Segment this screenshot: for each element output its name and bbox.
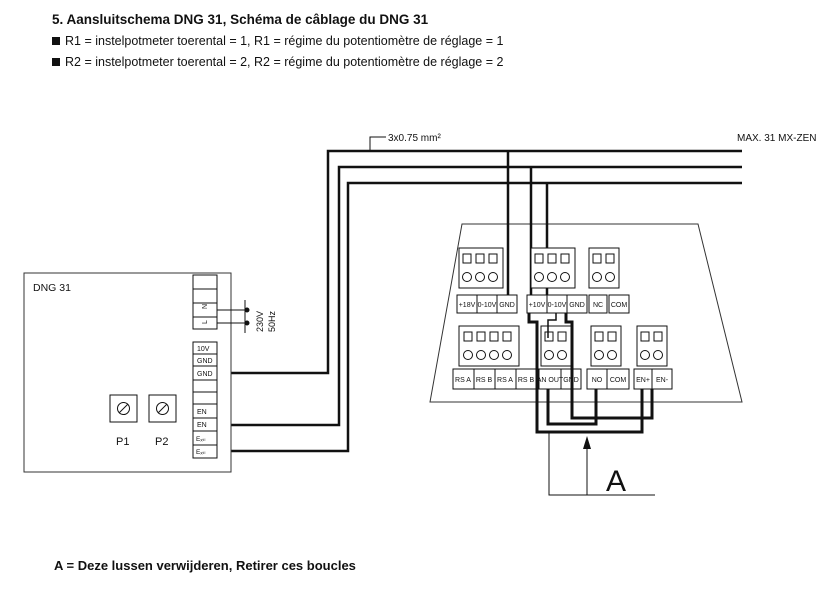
terminal-label: RS B [476, 377, 493, 384]
terminal-label: EN [197, 409, 207, 416]
cable-label: 3x0.75 mm² [388, 133, 441, 144]
terminal-label: 0-10V [478, 302, 497, 309]
main-cable [222, 149, 742, 453]
top-terminal-labels: +18V 0-10V GND +10V 0-10V GND NC COM [459, 302, 628, 309]
loop-inner [564, 313, 654, 420]
terminal-label: Eₓₜₗ [196, 436, 205, 443]
bullet-square-icon [52, 58, 60, 66]
loop-pointer-arrow-icon [583, 436, 591, 449]
top-connectors [458, 247, 620, 289]
max-label: MAX. 31 MX-ZEN [737, 133, 816, 144]
removable-loops [527, 313, 654, 434]
terminal-label: Eₓₜₗ [196, 449, 205, 456]
power-terminal-n: N [202, 304, 209, 309]
pot-p2-label: P2 [155, 436, 168, 448]
note-r1-text: R1 = instelpotmeter toerental = 1, R1 = … [65, 34, 504, 48]
bottom-terminal-strip [452, 368, 673, 390]
loop-label: A [606, 465, 626, 498]
terminal-label: NO [592, 377, 603, 384]
dng31-signal-terminals [192, 341, 218, 459]
terminal-label: RS A [497, 377, 513, 384]
terminal-label: EN [197, 422, 207, 429]
power-terminal-l: L [202, 320, 209, 324]
wire-gnd [222, 149, 742, 375]
dng31-title: DNG 31 [33, 282, 71, 294]
terminal-label: 0-10V [548, 302, 567, 309]
frequency-label: 50Hz [267, 310, 277, 332]
terminal-label: GND [569, 302, 585, 309]
terminal-label: EN- [656, 377, 669, 384]
terminal-label: GND [197, 371, 213, 378]
terminal-label: GND [197, 358, 213, 365]
loop-link [546, 389, 598, 426]
terminal-label: COM [610, 377, 627, 384]
terminal-label: RS A [455, 377, 471, 384]
loop-outer [527, 313, 644, 434]
pot-p1-label: P1 [116, 436, 129, 448]
page-title: 5. Aansluitschema DNG 31, Schéma de câbl… [52, 12, 429, 27]
terminal-label: COM [611, 302, 628, 309]
terminal-label: EN+ [636, 377, 650, 384]
terminal-label: GND [499, 302, 515, 309]
note-r2-text: R2 = instelpotmeter toerental = 2, R2 = … [65, 55, 504, 69]
bottom-terminal-labels: RS A RS B RS A RS B AN OUT GND NO COM EN… [455, 377, 669, 384]
terminal-label: +18V [459, 302, 476, 309]
dng31-terminal-labels: 10V GND GND EN EN Eₓₜₗ Eₓₜₗ [196, 346, 213, 456]
footnote: A = Deze lussen verwijderen, Retirer ces… [54, 558, 356, 573]
note-r1: R1 = instelpotmeter toerental = 1, R1 = … [52, 34, 503, 48]
voltage-label: 230V [255, 311, 265, 332]
wire-en [222, 165, 742, 427]
cable-label-group: 3x0.75 mm² [369, 133, 441, 150]
terminal-label: RS B [518, 377, 535, 384]
terminal-label: +10V [529, 302, 546, 309]
potentiometers [109, 394, 177, 423]
wire-ext [222, 181, 742, 453]
terminal-label: AN OUT [537, 377, 564, 384]
terminal-label: NC [593, 302, 603, 309]
internal-link [547, 313, 557, 338]
bullet-square-icon [52, 37, 60, 45]
bottom-connectors [458, 325, 668, 367]
loop-pointer [548, 433, 655, 496]
note-r2: R2 = instelpotmeter toerental = 2, R2 = … [52, 55, 503, 69]
top-terminal-strip [456, 294, 630, 314]
power-feed [217, 300, 250, 333]
terminal-label: 10V [197, 346, 210, 353]
